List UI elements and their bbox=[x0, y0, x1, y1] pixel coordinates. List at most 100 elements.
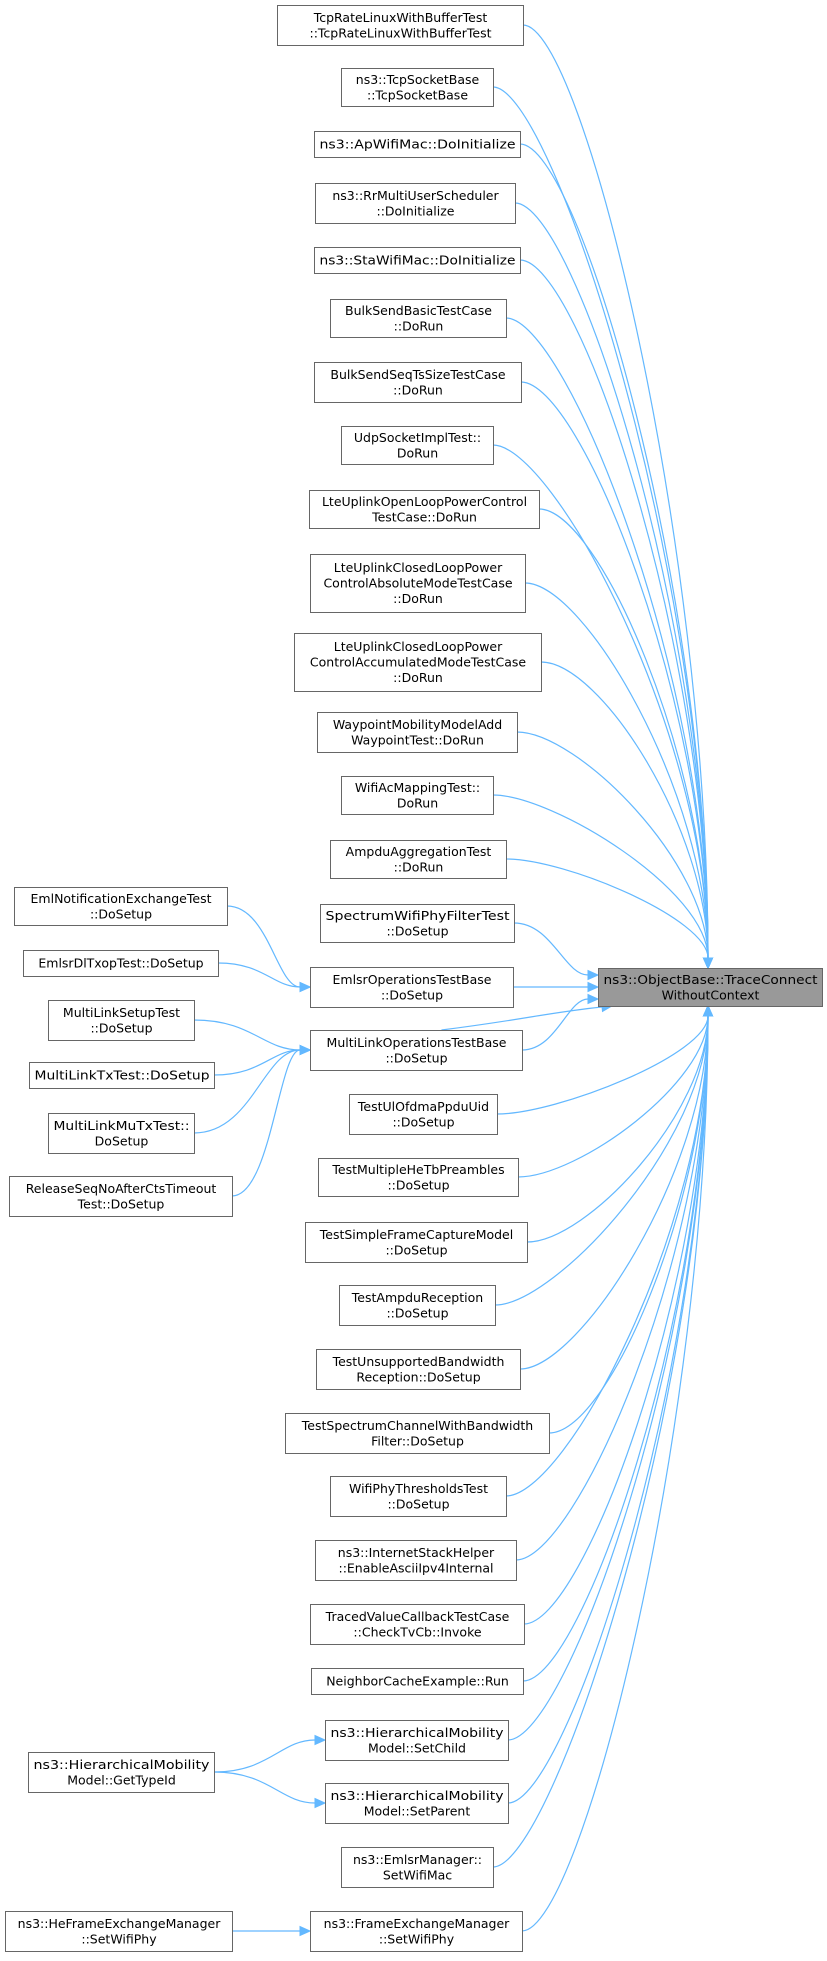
graph-node[interactable]: UdpSocketImplTest::DoRun bbox=[341, 426, 494, 465]
node-label: EmlsrOperationsTestBase bbox=[333, 972, 492, 987]
graph-node[interactable]: TestUlOfdmaPpduUid::DoSetup bbox=[349, 1094, 498, 1135]
edge-arrowhead bbox=[587, 981, 600, 993]
node-label: DoRun bbox=[397, 445, 438, 460]
graph-node[interactable]: ns3::ApWifiMac::DoInitialize bbox=[314, 131, 521, 158]
graph-node[interactable]: ns3::RrMultiUserScheduler::DoInitialize bbox=[315, 183, 516, 224]
node-label: LteUplinkClosedLoopPower bbox=[334, 639, 503, 654]
graph-node[interactable]: MultiLinkOperationsTestBase::DoSetup bbox=[310, 1030, 523, 1071]
graph-node[interactable]: EmlsrOperationsTestBase::DoSetup bbox=[310, 967, 514, 1008]
node-label: ns3::RrMultiUserScheduler bbox=[332, 188, 499, 203]
graph-node[interactable]: TracedValueCallbackTestCase::CheckTvCb::… bbox=[310, 1604, 525, 1645]
node-label: ::DoSetup bbox=[387, 1496, 449, 1511]
node-label: TestCase::DoRun bbox=[371, 509, 477, 524]
edge-line bbox=[524, 582, 709, 959]
node-label: ::DoSetup bbox=[385, 1050, 447, 1065]
node-label: NeighborCacheExample::Run bbox=[326, 1674, 509, 1689]
graph-node[interactable]: TestMultipleHeTbPreambles::DoSetup bbox=[318, 1158, 519, 1197]
graph-node[interactable]: MultiLinkSetupTest::DoSetup bbox=[48, 1000, 195, 1041]
graph-node[interactable]: BulkSendBasicTestCase::DoRun bbox=[330, 299, 507, 338]
node-label: ns3::FrameExchangeManager bbox=[324, 1916, 510, 1931]
call-edge bbox=[520, 381, 714, 970]
edge-line bbox=[521, 1015, 709, 1932]
graph-node[interactable]: ns3::HeFrameExchangeManager::SetWifiPhy bbox=[5, 1911, 233, 1952]
node-label: MultiLinkSetupTest bbox=[63, 1005, 180, 1020]
edge-line bbox=[193, 1049, 301, 1134]
node-box bbox=[341, 776, 494, 815]
graph-node[interactable]: ns3::FrameExchangeManager::SetWifiPhy bbox=[310, 1911, 523, 1952]
call-edge bbox=[505, 858, 714, 970]
graph-node[interactable]: AmpduAggregationTest::DoRun bbox=[330, 840, 507, 879]
node-label: ::DoInitialize bbox=[376, 203, 454, 218]
graph-node[interactable]: ns3::HierarchicalMobilityModel::GetTypeI… bbox=[28, 1752, 215, 1793]
node-label: ::DoRun bbox=[393, 670, 443, 685]
graph-node[interactable]: ns3::InternetStackHelper::EnableAsciiIpv… bbox=[315, 1540, 517, 1581]
node-label: BulkSendSeqTsSizeTestCase bbox=[330, 367, 506, 382]
node-label: LteUplinkOpenLoopPowerControl bbox=[322, 494, 527, 509]
graph-node[interactable]: WaypointMobilityModelAddWaypointTest::Do… bbox=[317, 712, 518, 753]
graph-node[interactable]: TcpRateLinuxWithBufferTest::TcpRateLinux… bbox=[277, 5, 524, 46]
graph-node[interactable]: TestSpectrumChannelWithBandwidthFilter::… bbox=[285, 1413, 550, 1454]
node-label: Reception::DoSetup bbox=[356, 1369, 480, 1384]
node-label: ::DoSetup bbox=[386, 923, 448, 938]
edge-line bbox=[521, 998, 589, 1051]
node-box bbox=[28, 1752, 215, 1793]
edge-line bbox=[519, 259, 709, 959]
graph-node[interactable]: TestSimpleFrameCaptureModel::DoSetup bbox=[305, 1222, 528, 1263]
node-label: EmlsrDlTxopTest::DoSetup bbox=[38, 956, 203, 971]
node-box bbox=[5, 1911, 233, 1952]
graph-node[interactable]: ns3::TcpSocketBase::TcpSocketBase bbox=[341, 68, 494, 107]
node-box bbox=[9, 1176, 233, 1217]
graph-node[interactable]: MultiLinkMuTxTest::DoSetup bbox=[48, 1113, 195, 1154]
graph-node[interactable]: ns3::EmlsrManager::SetWifiMac bbox=[341, 1847, 494, 1888]
node-label: ::TcpRateLinuxWithBufferTest bbox=[309, 25, 491, 40]
node-box bbox=[310, 554, 526, 613]
node-label: ::DoRun bbox=[394, 318, 444, 333]
node-label: ns3::InternetStackHelper bbox=[338, 1545, 495, 1560]
node-label: ns3::HeFrameExchangeManager bbox=[18, 1916, 222, 1931]
node-box bbox=[310, 1604, 525, 1645]
node-label: WifiAcMappingTest:: bbox=[355, 780, 480, 795]
graph-node[interactable]: BulkSendSeqTsSizeTestCase::DoRun bbox=[314, 362, 522, 403]
graph-node[interactable]: LteUplinkClosedLoopPowerControlAbsoluteM… bbox=[310, 554, 526, 613]
node-box bbox=[285, 1413, 550, 1454]
edge-line bbox=[540, 661, 709, 959]
node-label: MultiLinkMuTxTest:: bbox=[54, 1118, 190, 1133]
node-label: TestMultipleHeTbPreambles bbox=[331, 1162, 504, 1177]
node-box bbox=[320, 904, 515, 943]
graph-node[interactable]: NeighborCacheExample::Run bbox=[311, 1668, 524, 1695]
graph-node[interactable]: SpectrumWifiPhyFilterTest::DoSetup bbox=[320, 904, 515, 943]
graph-node[interactable]: ns3::HierarchicalMobilityModel::SetParen… bbox=[325, 1783, 509, 1824]
call-edge bbox=[513, 922, 600, 981]
graph-node[interactable]: EmlNotificationExchangeTest::DoSetup bbox=[14, 887, 228, 926]
graph-node[interactable]: EmlsrDlTxopTest::DoSetup bbox=[23, 950, 219, 977]
node-label: LteUplinkClosedLoopPower bbox=[334, 560, 503, 575]
graph-node[interactable]: LteUplinkClosedLoopPowerControlAccumulat… bbox=[294, 633, 542, 692]
graph-node[interactable]: TestAmpduReception::DoSetup bbox=[339, 1285, 496, 1326]
edge-line bbox=[523, 1015, 709, 1625]
graph-node[interactable]: LteUplinkOpenLoopPowerControlTestCase::D… bbox=[309, 490, 540, 529]
node-label: SetWifiMac bbox=[383, 1867, 452, 1882]
edge-line bbox=[226, 905, 301, 988]
call-edge bbox=[516, 731, 714, 970]
node-label: ::SetWifiPhy bbox=[379, 1931, 455, 1946]
node-label: MultiLinkOperationsTestBase bbox=[327, 1035, 507, 1050]
call-edge bbox=[507, 1004, 714, 1804]
edge-line bbox=[193, 1019, 301, 1051]
graph-node[interactable]: WifiPhyThresholdsTest::DoSetup bbox=[330, 1476, 507, 1517]
node-box bbox=[314, 131, 521, 158]
edge-line bbox=[515, 1015, 709, 1561]
node-label: TestUlOfdmaPpduUid bbox=[357, 1099, 489, 1114]
graph-node[interactable]: WifiAcMappingTest::DoRun bbox=[341, 776, 494, 815]
edge-line bbox=[217, 962, 301, 988]
target-node[interactable]: ns3::ObjectBase::TraceConnectWithoutCont… bbox=[598, 968, 823, 1007]
node-label: AmpduAggregationTest bbox=[346, 844, 492, 859]
graph-node[interactable]: MultiLinkTxTest::DoSetup bbox=[29, 1062, 215, 1089]
graph-node[interactable]: TestUnsupportedBandwidthReception::DoSet… bbox=[316, 1349, 521, 1390]
graph-node[interactable]: ns3::StaWifiMac::DoInitialize bbox=[314, 247, 521, 274]
node-label: WithoutContext bbox=[662, 987, 760, 1002]
node-box bbox=[330, 1476, 507, 1517]
edge-line bbox=[513, 922, 589, 976]
node-box bbox=[310, 967, 514, 1008]
